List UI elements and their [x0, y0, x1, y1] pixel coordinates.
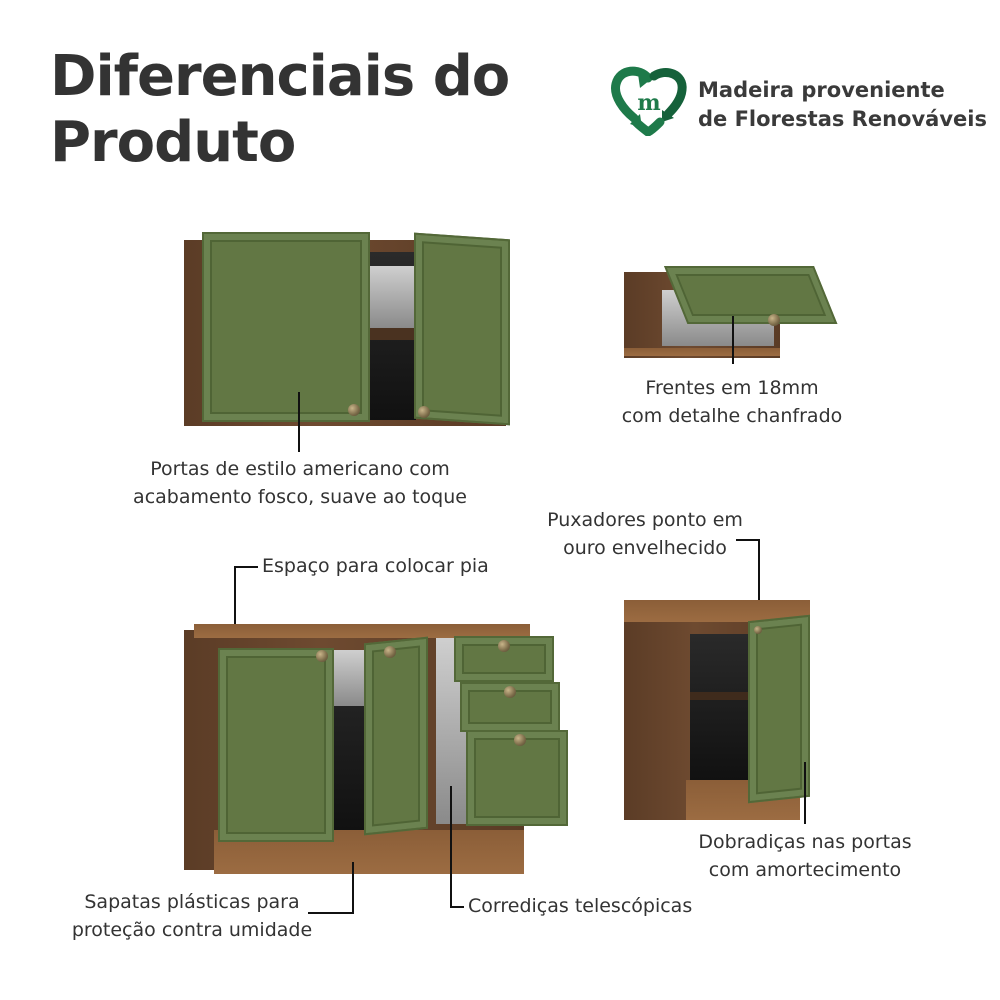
- recycle-heart-m-icon: m: [610, 66, 688, 138]
- feature-pia: Espaço para colocar pia: [262, 552, 489, 580]
- feature-dobradicas: Dobradiças nas portas com amortecimento: [680, 828, 930, 884]
- feature-puxadores-line-2: ouro envelhecido: [563, 537, 727, 559]
- feature-pia-line-1: Espaço para colocar pia: [262, 555, 489, 577]
- feature-frentes-line-2: com detalhe chanfrado: [621, 405, 843, 427]
- badge-line-2: de Florestas Renováveis: [698, 107, 987, 131]
- svg-text:m: m: [637, 90, 660, 116]
- feature-puxadores: Puxadores ponto em ouro envelhecido: [520, 506, 770, 562]
- flip-up-cabinet-image: [624, 266, 838, 360]
- single-door-cabinet-image: [624, 600, 814, 824]
- feature-portas-line-2: acabamento fosco, suave ao toque: [133, 486, 467, 508]
- feature-frentes-line-1: Frentes em 18mm: [645, 377, 819, 399]
- feature-sapatas-line-1: Sapatas plásticas para: [84, 891, 300, 913]
- feature-sapatas: Sapatas plásticas para proteção contra u…: [40, 888, 344, 944]
- feature-corredicas-line-1: Corrediças telescópicas: [468, 895, 693, 917]
- title-line-2: Produto: [50, 110, 296, 175]
- upper-cabinet-image: [184, 232, 512, 428]
- title-line-1: Diferenciais do: [50, 44, 510, 109]
- sink-base-cabinet-image: [184, 620, 570, 880]
- feature-portas-line-1: Portas de estilo americano com: [150, 458, 450, 480]
- page-title: Diferenciais do Produto: [50, 44, 510, 176]
- feature-dobradicas-line-2: com amortecimento: [708, 859, 902, 881]
- feature-corredicas: Corrediças telescópicas: [468, 892, 692, 920]
- feature-dobradicas-line-1: Dobradiças nas portas: [698, 831, 912, 853]
- badge-text: Madeira proveniente de Florestas Renováv…: [698, 76, 987, 134]
- feature-puxadores-line-1: Puxadores ponto em: [547, 509, 743, 531]
- feature-frentes: Frentes em 18mm com detalhe chanfrado: [590, 374, 874, 430]
- badge-line-1: Madeira proveniente: [698, 78, 945, 102]
- feature-sapatas-line-2: proteção contra umidade: [71, 919, 313, 941]
- feature-portas: Portas de estilo americano com acabament…: [100, 455, 500, 511]
